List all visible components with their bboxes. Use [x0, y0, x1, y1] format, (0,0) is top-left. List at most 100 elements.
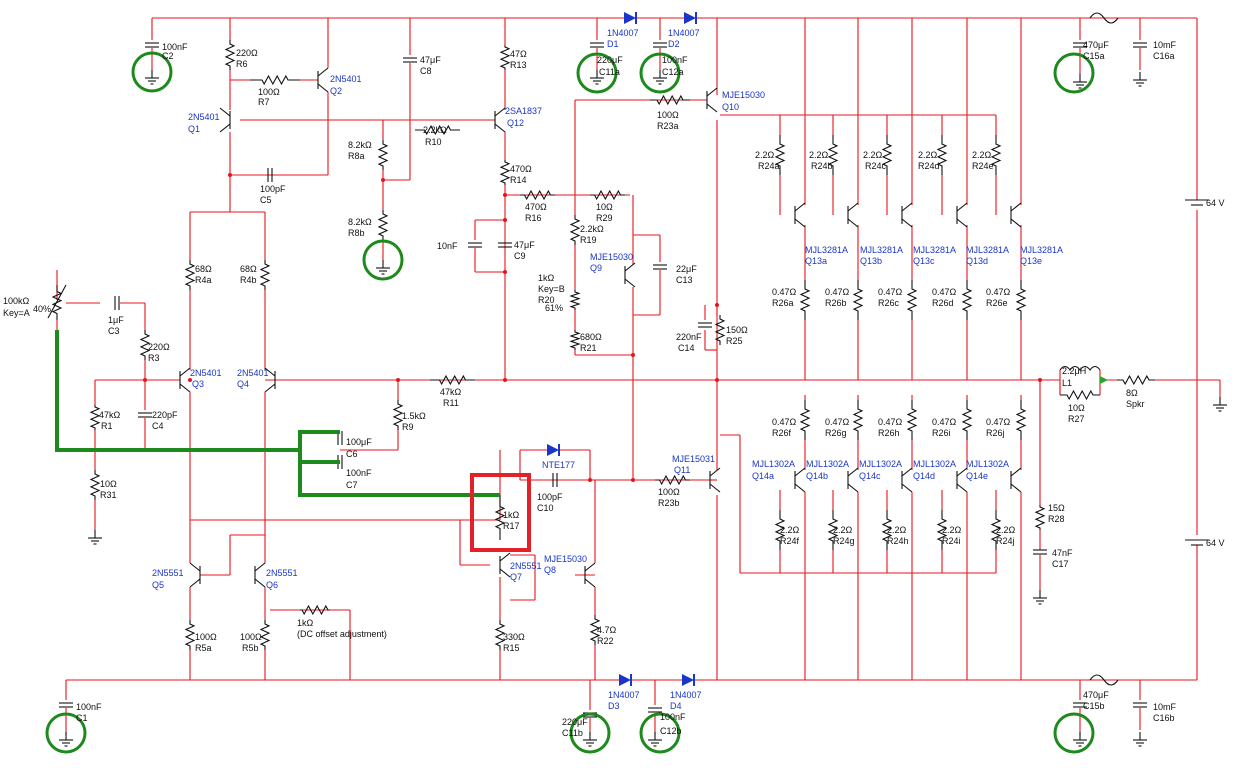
output-transistor-lower — [956, 467, 968, 477]
junction-dot — [228, 173, 232, 177]
label-Q9_t: MJE15030 — [590, 252, 633, 262]
output-transistor-lower — [794, 467, 806, 477]
label-D3_r: D3 — [608, 701, 620, 711]
label-R23b_r: R23b — [658, 498, 680, 508]
output-transistor-lower — [847, 483, 859, 493]
ground-highlight-circle — [569, 712, 611, 754]
junction-dot — [503, 378, 507, 382]
output-transistor-upper — [1010, 202, 1022, 212]
resistor-r26-upper — [799, 280, 811, 320]
label-C7_v: 100nF — [346, 468, 372, 478]
label-R27_v: 10Ω — [1068, 403, 1085, 413]
resistor-r17 — [494, 495, 506, 540]
label-R20_v: 1kΩ — [538, 273, 555, 283]
label-R8b_v: 8.2kΩ — [348, 217, 372, 227]
label-R26d_r: R26d — [932, 298, 954, 308]
label-Q14b_t: MJL1302A — [806, 459, 849, 469]
junction-dot — [588, 478, 592, 482]
junction-dot — [188, 378, 192, 382]
resistor-r24-lower — [827, 510, 839, 550]
label-Q10_r: Q10 — [722, 102, 739, 112]
label-R3_r: R3 — [148, 353, 160, 363]
junction-dot — [396, 378, 400, 382]
output-transistor-lower — [901, 483, 913, 493]
label-C17_v: 47nF — [1052, 548, 1073, 558]
label-R23a_v: 100Ω — [657, 110, 679, 120]
label-R25_v: 150Ω — [726, 325, 748, 335]
label-Q13a_t: MJL3281A — [805, 245, 848, 255]
resistor-r15 — [494, 620, 506, 650]
label-C2_r: C2 — [162, 51, 174, 61]
label-Q7_t: 2N5551 — [510, 561, 542, 571]
label-R24e_v: 2.2Ω — [972, 150, 992, 160]
label-R31_v: 10Ω — [100, 479, 117, 489]
label-R13_v: 47Ω — [510, 49, 527, 59]
label-R20_r: R20 — [538, 295, 555, 305]
label-R24a_v: 2.2Ω — [755, 150, 775, 160]
label-Q2_t: 2N5401 — [330, 74, 362, 84]
label-R24c_v: 2.2Ω — [863, 150, 883, 160]
transistor-q10 — [706, 87, 718, 97]
label-C14_r: C14 — [678, 343, 695, 353]
label-R4a_r: R4a — [195, 275, 212, 285]
transistor-q7 — [499, 552, 511, 562]
label-R11_v: 47kΩ — [440, 387, 462, 397]
label-Q8_t: MJE15030 — [544, 554, 587, 564]
transistor-q1 — [219, 107, 231, 117]
label-R5a_v: 100Ω — [195, 632, 217, 642]
label-C8_v: 47μF — [420, 55, 441, 65]
label-Pot_p: 40% — [33, 304, 51, 314]
label-Q3_t: 2N5401 — [190, 368, 222, 378]
label-R29_v: 10Ω — [596, 202, 613, 212]
label-Q13c_t: MJL3281A — [913, 245, 956, 255]
resistor-r26-lower — [799, 400, 811, 440]
label-C7_r: C7 — [346, 480, 358, 490]
resistor-r4b — [259, 260, 271, 290]
label-Q1_r: Q1 — [188, 124, 200, 134]
junction-dot — [503, 193, 507, 197]
resistor-r22 — [589, 615, 601, 645]
label-R26i_r: R26i — [932, 428, 951, 438]
label-C15a_v: 470μF — [1083, 40, 1109, 50]
output-transistor-lower — [956, 483, 968, 493]
resistor-r3 — [139, 330, 151, 360]
label-C10_v: 100pF — [537, 492, 563, 502]
label-C1_v: 100nF — [76, 702, 102, 712]
output-transistor-upper — [794, 202, 806, 212]
label-Q13a_r: Q13a — [805, 256, 827, 266]
transistor-q12 — [494, 123, 506, 133]
label-R26e_v: 0.47Ω — [986, 287, 1011, 297]
ground-highlight-circle — [45, 712, 87, 754]
resistor-r24-upper — [827, 135, 839, 175]
transistor-q2 — [317, 83, 329, 93]
ground-highlight-circle — [1053, 52, 1095, 94]
label-R24g_r: R24g — [833, 536, 855, 546]
label-V1: 64 V — [1206, 198, 1225, 208]
highlights — [45, 51, 1095, 754]
resistor-r19 — [569, 215, 581, 245]
label-C9_v: 47μF — [514, 240, 535, 250]
label-C1_r: C1 — [76, 713, 88, 723]
label-C15b_r: C15b — [1083, 701, 1105, 711]
junction-dot — [631, 353, 635, 357]
label-R8a_r: R8a — [348, 151, 365, 161]
transistor-q9 — [624, 278, 636, 288]
label-D1_t: 1N4007 — [607, 28, 639, 38]
label-R24d_v: 2.2Ω — [918, 150, 938, 160]
resistor-r25 — [714, 315, 726, 345]
label-R5a_r: R5a — [195, 643, 212, 653]
transistor-q12 — [494, 107, 506, 117]
ground-highlight-circle — [1053, 712, 1095, 754]
label-C2_v: 100nF — [162, 42, 188, 52]
label-C15a_r: C15a — [1083, 51, 1105, 61]
resistor-r26-upper — [961, 280, 973, 320]
label-C4_r: C4 — [152, 421, 164, 431]
label-R17_r: R17 — [503, 521, 520, 531]
label-Q1_t: 2N5401 — [188, 112, 220, 122]
label-R24i_r: R24i — [942, 536, 961, 546]
label-D2_r: D2 — [668, 39, 680, 49]
label-Q3_r: Q3 — [192, 379, 204, 389]
label-C10_r: C10 — [537, 503, 554, 513]
resistor-r9 — [392, 400, 404, 430]
label-R11_r: R11 — [443, 398, 459, 408]
